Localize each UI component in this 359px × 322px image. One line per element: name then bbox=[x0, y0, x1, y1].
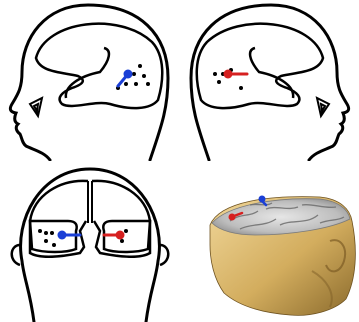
blue-dipole-source bbox=[58, 231, 67, 240]
ear-shape bbox=[317, 98, 329, 116]
coronal-view bbox=[0, 161, 180, 322]
head-outline bbox=[10, 5, 168, 160]
red-dipole-source bbox=[224, 70, 233, 79]
red-dipole-source bbox=[116, 231, 125, 240]
head-outline bbox=[191, 5, 349, 160]
red-dipole-source bbox=[229, 214, 236, 221]
left-ear bbox=[12, 245, 20, 265]
brain-outline bbox=[36, 24, 162, 108]
sylvian-fissure bbox=[66, 48, 109, 98]
sylvian-fissure bbox=[250, 48, 293, 98]
midline-fissure bbox=[88, 181, 92, 223]
brain-outline bbox=[197, 24, 323, 108]
left-sagittal-view bbox=[0, 0, 180, 161]
right-sagittal-svg bbox=[180, 0, 359, 161]
3d-head-render bbox=[180, 161, 359, 322]
blue-dipole-source bbox=[124, 70, 133, 79]
source-dots bbox=[116, 64, 150, 90]
coronal-svg bbox=[0, 161, 180, 322]
blue-dipole-source bbox=[259, 196, 266, 203]
3d-render-svg bbox=[180, 161, 359, 322]
right-ear bbox=[160, 245, 168, 265]
ear-shape bbox=[30, 98, 42, 116]
left-sagittal-svg bbox=[0, 0, 180, 161]
right-sagittal-view bbox=[180, 0, 359, 161]
head-outline bbox=[21, 169, 160, 322]
